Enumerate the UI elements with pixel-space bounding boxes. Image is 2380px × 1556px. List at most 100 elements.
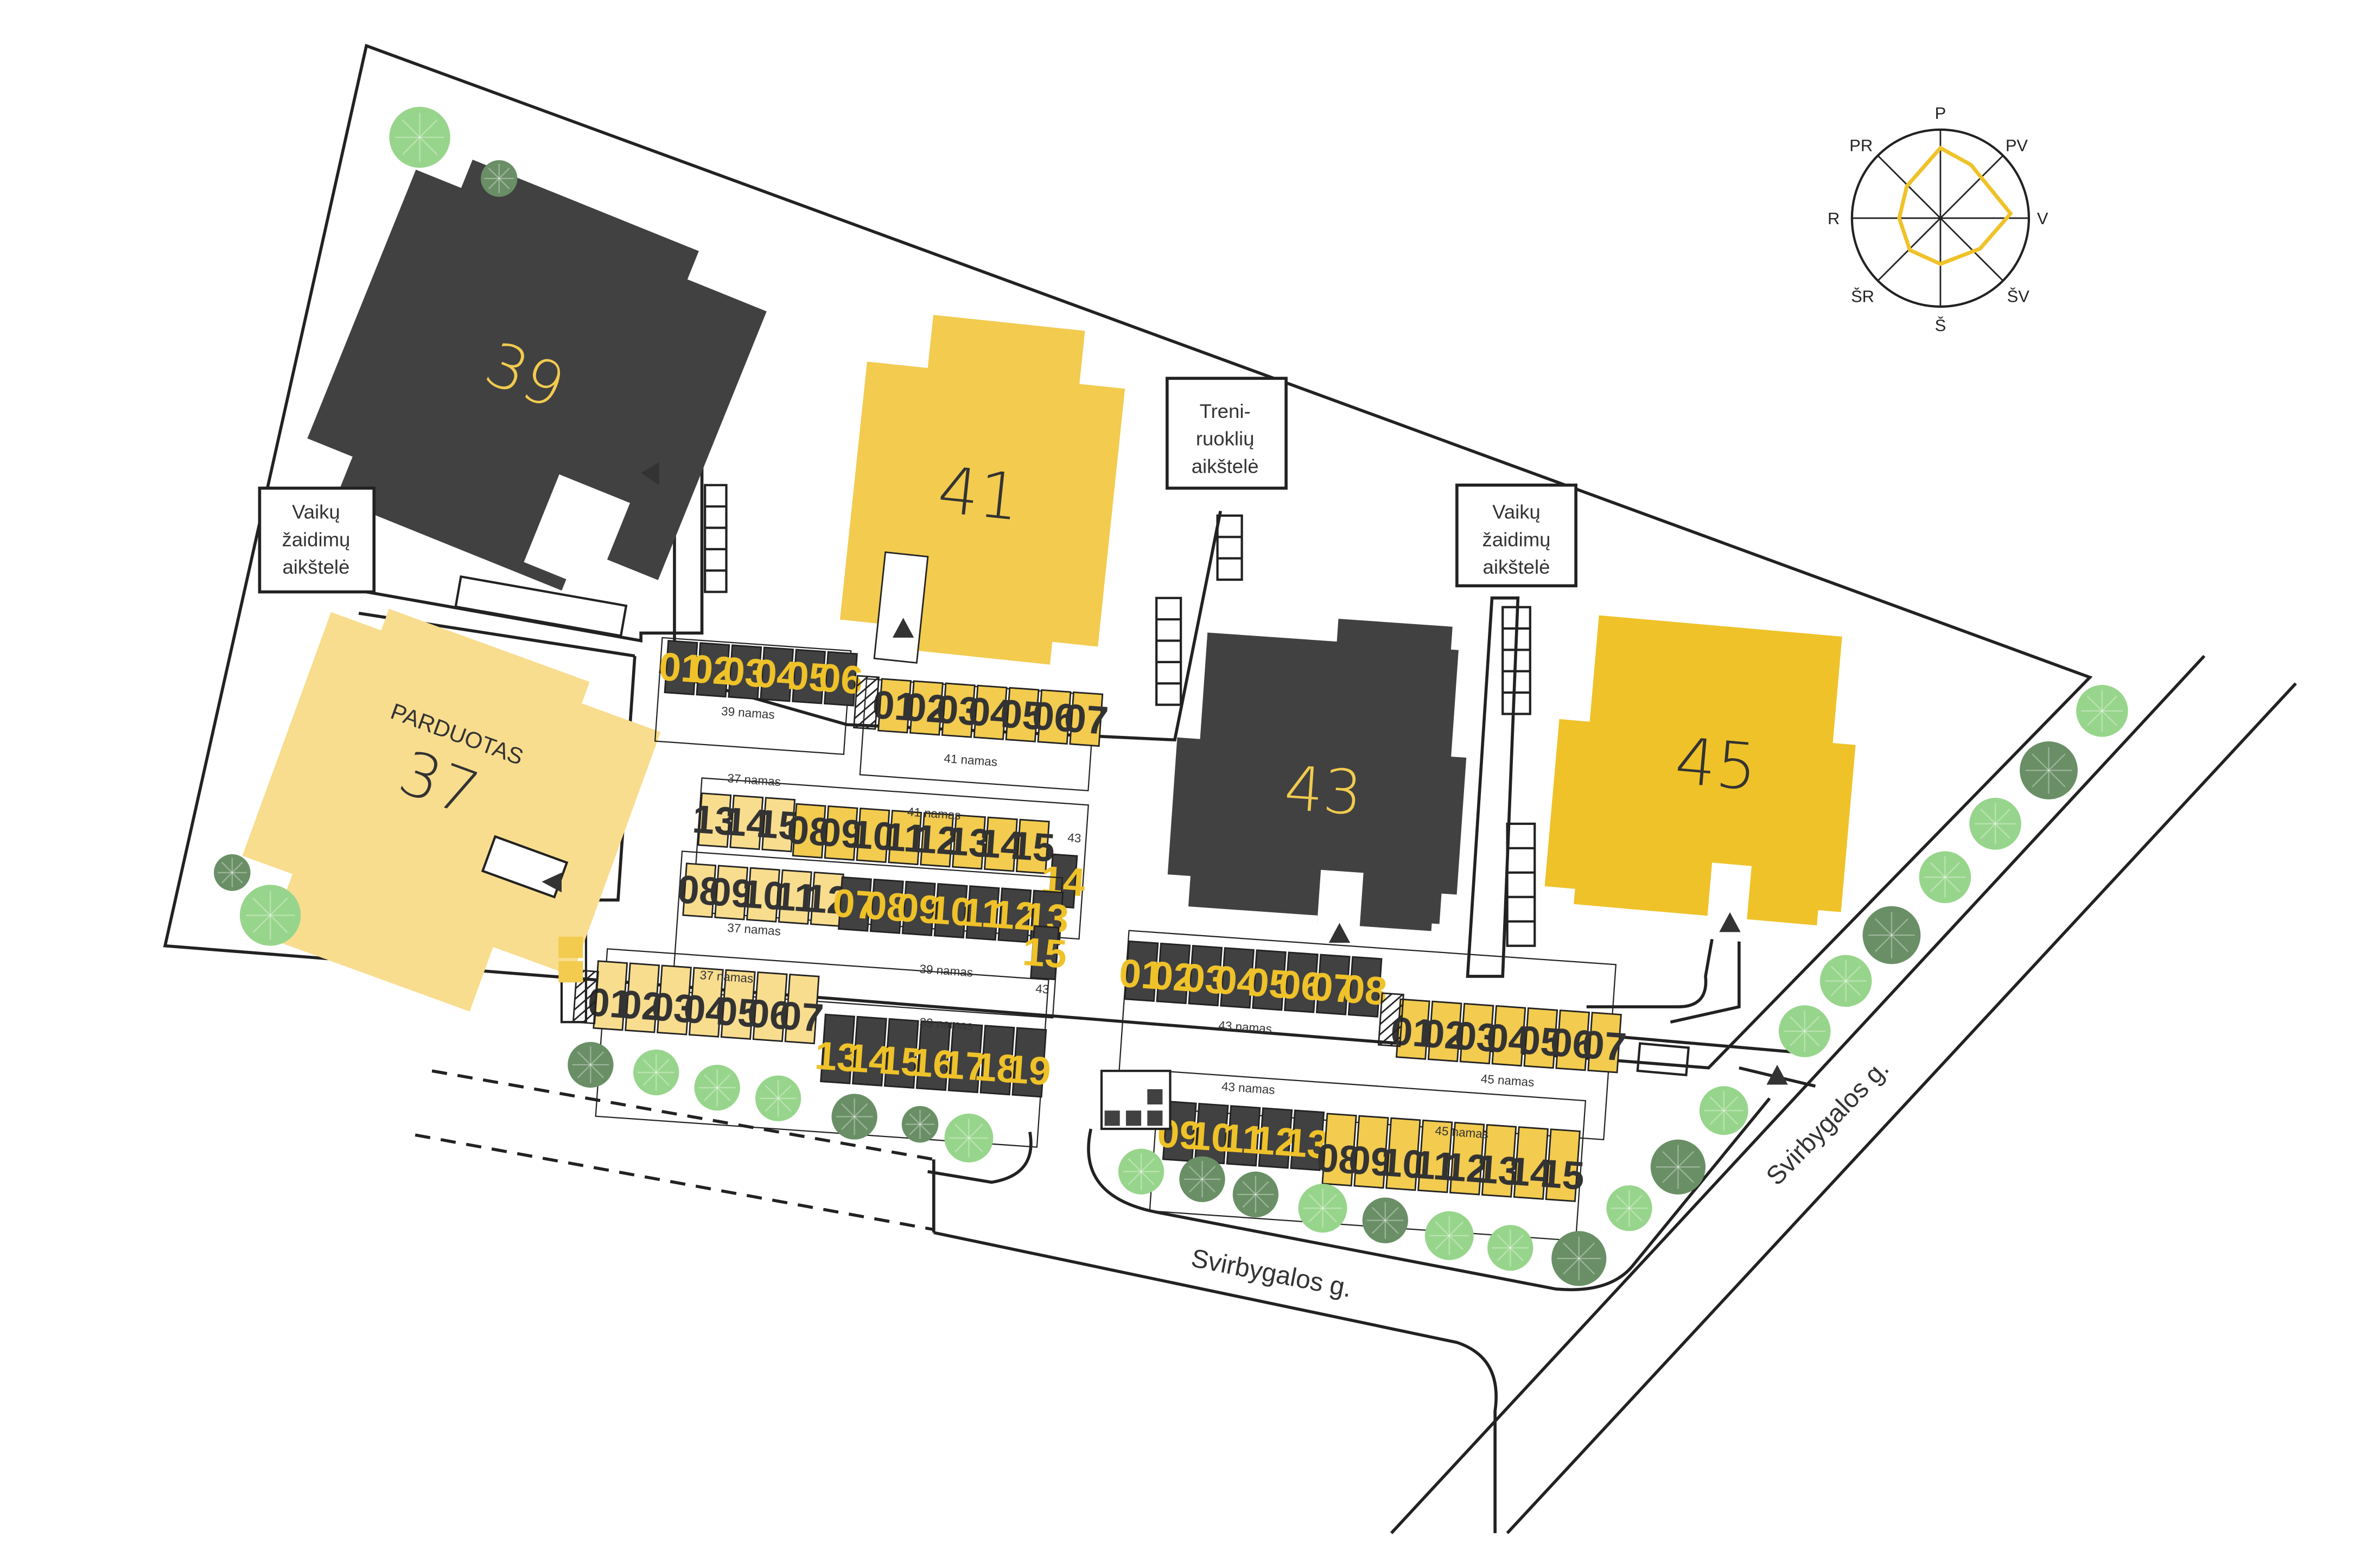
parking-spot[interactable] [1353,1115,1389,1189]
tree-icon [1606,1185,1652,1231]
parking-spot[interactable] [1258,1107,1293,1169]
tree-icon [214,854,251,891]
parking-spot[interactable] [1124,940,1159,1002]
parking-spot[interactable] [1449,1121,1485,1196]
parking-spot[interactable] [909,680,944,736]
parking-spot[interactable] [820,1013,855,1084]
parking-spot[interactable] [1252,949,1287,1011]
parking-spot[interactable] [728,644,762,700]
parking-spot[interactable] [1037,689,1072,745]
parking-spot[interactable] [947,1022,983,1094]
parking-spot[interactable] [696,642,730,698]
parking-spot[interactable] [1069,691,1104,747]
parking-spot-number: 07 [778,994,825,1040]
parking-spot[interactable] [1156,942,1191,1005]
parking-spot[interactable] [888,810,922,866]
site-boundary [163,43,2093,1070]
building-45[interactable]: 45 [1541,613,1864,950]
parking-spot[interactable] [941,682,976,738]
parking-spot[interactable] [720,969,756,1040]
parking-spot[interactable] [714,865,749,920]
parking-spot[interactable] [851,1015,887,1087]
parking-spot[interactable] [1523,1007,1558,1069]
parking-spot[interactable] [983,816,1018,872]
parking-spot[interactable] [1220,947,1255,1009]
parking-spot[interactable] [869,878,904,934]
parking-spot[interactable] [697,792,732,848]
parking-spot[interactable] [883,1018,919,1089]
parking-spot[interactable] [778,869,812,925]
tree-icon [1232,1171,1279,1218]
parking-spot[interactable] [1459,1002,1494,1065]
tree-icon [1487,1225,1533,1271]
parking-spot[interactable] [1005,687,1040,742]
parking-spot[interactable] [824,805,858,861]
parking-spot[interactable] [1321,1113,1357,1187]
parking-spot[interactable] [952,814,987,870]
parking-spot[interactable] [1011,1027,1047,1098]
parking-spot[interactable] [915,1020,951,1091]
parking-spot[interactable] [792,649,826,704]
parking-spot[interactable] [1385,1117,1421,1191]
parking-spot[interactable] [688,967,724,1038]
gym-area[interactable]: Treni- ruoklių aikštelė [1166,377,1288,490]
parking-spot[interactable] [682,862,717,918]
tree-icon [1179,1156,1225,1202]
parking-spot[interactable] [823,651,858,707]
parking-spot[interactable] [1491,1005,1526,1067]
parking-spot[interactable] [1226,1105,1261,1167]
parking-spot-number: 02 [689,647,736,694]
parking-spot[interactable] [1587,1012,1622,1074]
arrow-icon [1719,912,1741,932]
parking-spot[interactable] [901,880,936,936]
playground-left[interactable]: Vaikų žaidimų aikštelė [258,486,376,594]
parking-spot-number: 07 [831,881,879,928]
parking-spot[interactable] [752,971,788,1042]
parking-spot[interactable] [664,640,698,696]
parking-spot[interactable] [1015,818,1050,874]
parking-spot[interactable] [1290,1109,1325,1171]
parking-spot-number: 03 [721,649,768,696]
building-43[interactable]: 43 [1163,608,1475,955]
parking-spot[interactable] [1417,1119,1453,1193]
parking-spot[interactable] [1555,1009,1590,1071]
parking-spot[interactable] [1545,1128,1581,1202]
parking-spot[interactable] [837,876,872,932]
gym-label-2: ruoklių [1196,428,1255,450]
parking-spot[interactable] [1284,951,1319,1013]
parking-spot[interactable] [1188,944,1223,1007]
parking-spot[interactable] [1347,956,1383,1018]
parking-spot[interactable] [979,1025,1015,1096]
parking-spot[interactable] [792,803,826,859]
parking-spot[interactable] [920,812,954,868]
parking-spot[interactable] [1513,1126,1549,1200]
parking-group-label: 41 namas [944,752,998,769]
parking-spot[interactable] [784,973,820,1045]
parking-spot-number: 09 [708,869,755,916]
parking-spot[interactable] [877,678,912,734]
parking-spot[interactable] [1315,954,1351,1015]
parking-spot[interactable] [746,867,780,923]
parking-spot[interactable] [761,797,796,853]
parking-spot[interactable] [1481,1123,1517,1198]
tree-icon [1699,1086,1748,1135]
parking-spot[interactable] [997,887,1032,943]
parking-spot[interactable] [933,883,968,939]
playground-right[interactable]: Vaikų žaidimų aikštelė [1455,484,1577,588]
parking-spot[interactable] [856,808,890,863]
building-41[interactable]: 41 [836,308,1130,681]
parking-spot[interactable] [729,795,764,850]
parking-spot[interactable] [1162,1100,1197,1163]
parking-spot[interactable] [1427,1000,1462,1062]
parking-spot[interactable] [657,964,692,1036]
tree-icon [480,160,518,197]
parking-spot[interactable] [965,885,1000,941]
parking-spot[interactable] [1030,925,1060,981]
parking-spot[interactable] [973,684,1008,740]
parking-spot-number: 15 [877,1038,925,1085]
tree-icon [239,885,301,946]
parking-spot[interactable] [625,962,660,1033]
parking-spot[interactable] [760,646,794,702]
parking-spot-number: 13 [691,797,738,844]
